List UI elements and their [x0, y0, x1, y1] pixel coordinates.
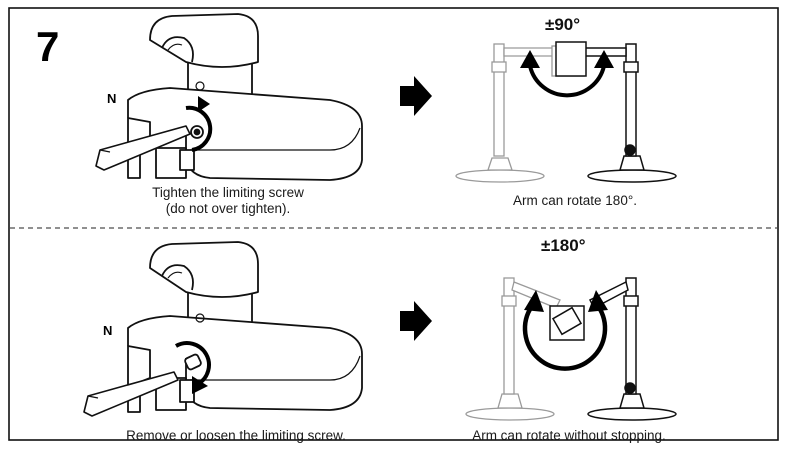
outer-frame: [8, 7, 779, 441]
bottom-rotation-arrow: [175, 341, 211, 394]
bottom-arm-rotation-illustration: [465, 277, 677, 421]
right-arrow-top: [400, 76, 432, 116]
top-clamp-illustration: [95, 13, 363, 181]
top-left-caption: Tighten the limiting screw (do not over …: [133, 185, 323, 217]
rotation-angle-bottom: ±180°: [541, 236, 586, 255]
top-left-caption-line-2: (do not over tighten).: [165, 201, 291, 216]
part-label-bottom: N: [103, 323, 113, 338]
step-number: 7: [36, 23, 60, 70]
top-arm-rotation-illustration: [455, 41, 677, 183]
bottom-right-caption: Arm can rotate without stopping.: [472, 428, 666, 443]
bottom-left-caption: Remove or loosen the limiting screw.: [126, 428, 346, 443]
part-label-top: N: [107, 91, 117, 106]
top-rotation-arrow: [185, 96, 213, 152]
bottom-clamp-illustration: [83, 241, 363, 417]
right-arrow-bottom: [400, 301, 432, 341]
rotation-angle-top: ±90°: [545, 15, 581, 34]
top-left-caption-line-1: Tighten the limiting screw: [152, 185, 304, 200]
top-right-caption: Arm can rotate 180°.: [513, 193, 637, 208]
